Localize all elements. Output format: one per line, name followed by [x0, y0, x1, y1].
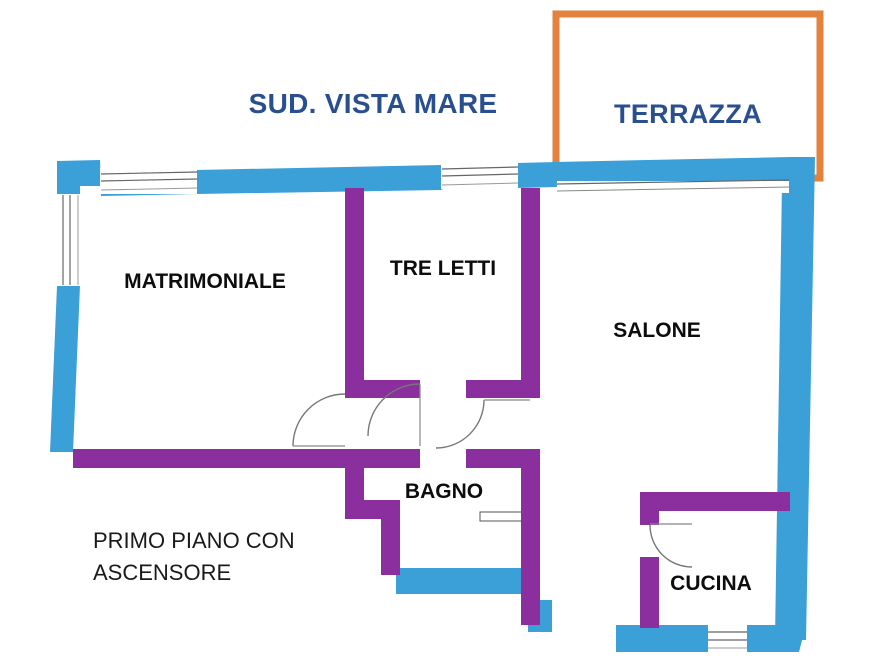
interior-wall-treletti-bottom-right — [466, 380, 540, 398]
interior-walls-group — [73, 188, 790, 628]
room-label-matrimoniale: MATRIMONIALE — [124, 270, 286, 293]
window-salone-top-line2 — [556, 186, 790, 192]
door-arcs-group — [292, 383, 693, 568]
exterior-wall-bottom-bagno — [396, 568, 530, 594]
interior-wall-cucina-left-upper — [640, 492, 659, 525]
interior-wall-cucina-left-lower — [640, 557, 659, 628]
window-top-left-line1 — [100, 171, 198, 175]
room-labels-group: MATRIMONIALE TRE LETTI SALONE BAGNO CUCI… — [124, 257, 752, 595]
floor-note-line-1: PRIMO PIANO CON — [93, 528, 295, 553]
door-arc-matrimoniale — [292, 393, 346, 447]
terrazza-border — [552, 10, 824, 182]
interior-wall-bagno-right-lower — [521, 568, 540, 625]
exterior-wall-top-b — [196, 165, 442, 194]
window-top-mid-line1 — [441, 166, 519, 170]
windows-group — [57, 163, 790, 652]
window-salone-top-line1 — [556, 179, 790, 185]
window-top-left-line2 — [100, 178, 198, 182]
door-arc-salone-hall — [435, 399, 485, 449]
window-top-mid-line2 — [441, 173, 519, 177]
terrazza-label: TERRAZZA — [614, 99, 762, 129]
exterior-wall-bottom-cucina-b — [747, 625, 806, 652]
orientation-heading: SUD. VISTA MARE — [249, 88, 498, 119]
exterior-wall-top-d — [556, 157, 791, 187]
window-top-left-line3 — [100, 187, 198, 191]
interior-wall-cucina-right-nub — [770, 492, 790, 511]
interior-wall-treletti-salone — [521, 188, 540, 398]
terrazza-box: TERRAZZA — [552, 10, 824, 182]
door-arc-treletti — [367, 383, 421, 437]
exterior-wall-left-lower — [50, 285, 80, 452]
room-label-tre-letti: TRE LETTI — [390, 257, 496, 280]
interior-wall-bagno-right-upper — [521, 449, 540, 568]
room-label-cucina: CUCINA — [670, 572, 752, 595]
exterior-wall-top-left-corner — [57, 160, 101, 196]
interior-wall-bagno-left-lower — [381, 500, 400, 575]
room-label-bagno: BAGNO — [405, 480, 483, 503]
interior-wall-matrimoniale-bottom — [73, 449, 356, 468]
window-left-fill — [57, 194, 81, 286]
floor-note-group: PRIMO PIANO CON ASCENSORE — [93, 528, 295, 585]
exterior-wall-right-body — [775, 182, 806, 640]
interior-wall-cucina-top — [640, 492, 790, 511]
window-top-mid-line3 — [441, 182, 519, 186]
room-label-salone: SALONE — [613, 319, 701, 342]
interior-wall-hall-top-left — [345, 380, 420, 398]
window-bagno-fixture — [479, 511, 528, 522]
interior-wall-matrimoniale-treletti — [345, 188, 364, 398]
floor-note-line-2: ASCENSORE — [93, 560, 231, 585]
door-arc-cucina — [649, 524, 693, 568]
exterior-wall-bottom-cucina-a — [616, 625, 708, 652]
exterior-wall-top-c — [517, 162, 557, 188]
